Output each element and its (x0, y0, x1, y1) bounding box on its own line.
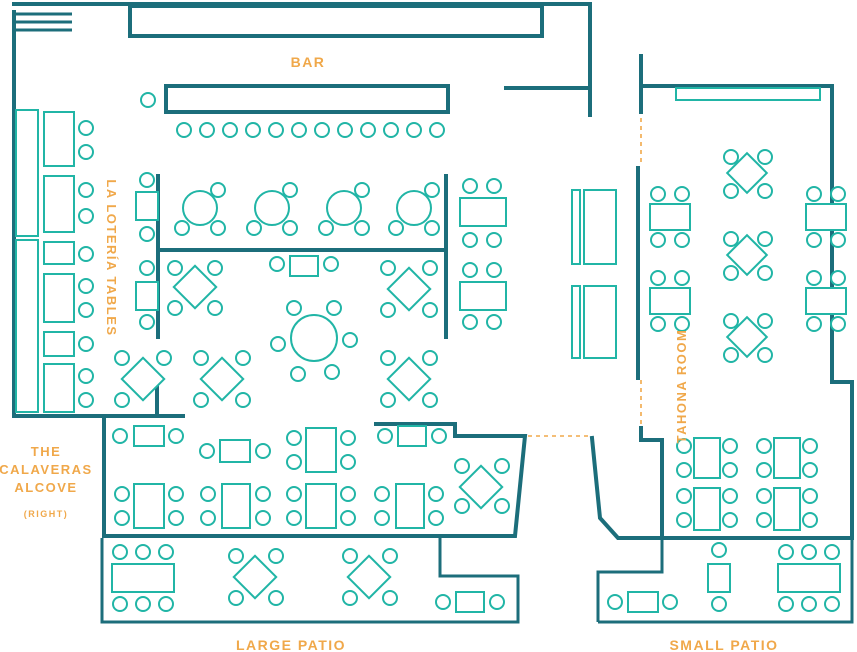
large-patio-label: LARGE PATIO (236, 637, 346, 652)
bar-area (128, 4, 544, 138)
tahona-room-tables (649, 87, 847, 531)
tahona-label: TAHONA ROOM (674, 329, 689, 444)
small-patio-tables (607, 542, 841, 613)
calaveras-label-line3: ALCOVE (14, 480, 77, 495)
large-patio-tables (111, 544, 505, 613)
walls (12, 2, 854, 624)
loteria-label: LA LOTERÍA TABLES (104, 179, 119, 336)
main-right-tables (459, 178, 617, 359)
bar-stools (176, 122, 445, 138)
loteria-tables (15, 109, 94, 413)
calaveras-label-line2: CALAVERAS (0, 462, 93, 477)
calaveras-alcove-tables (112, 425, 510, 529)
calaveras-label-line1: THE (31, 444, 62, 459)
bar-label: BAR (291, 54, 326, 70)
calaveras-note: (RIGHT) (24, 509, 69, 519)
round-tables-upper (135, 172, 440, 242)
doorways (528, 118, 642, 437)
small-patio-label: SMALL PATIO (669, 637, 778, 652)
center-lower-tables (114, 255, 438, 408)
